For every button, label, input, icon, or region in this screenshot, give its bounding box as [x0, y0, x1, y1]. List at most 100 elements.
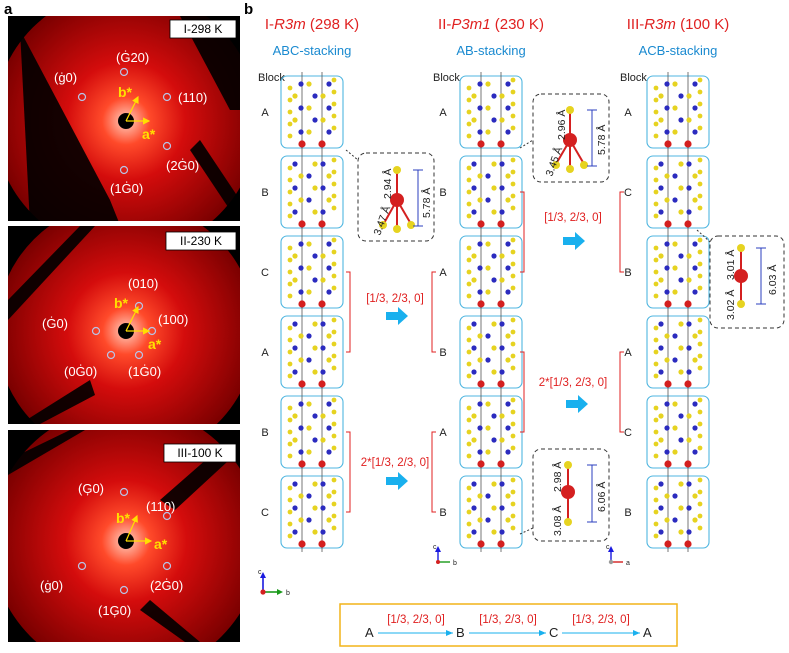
block-letter: C: [624, 427, 632, 439]
phase-title-1: I-R3m (298 K): [265, 16, 359, 33]
block-letter: A: [439, 427, 447, 439]
svg-text:[1/3, 2/3, 0]: [1/3, 2/3, 0]: [387, 614, 445, 626]
svg-text:b: b: [453, 560, 457, 567]
svg-text:3.08 Å: 3.08 Å: [551, 506, 564, 536]
spot-label: (ġ0): [54, 70, 77, 85]
block-box: [280, 395, 344, 469]
block-box: [280, 75, 344, 149]
svg-text:c: c: [258, 569, 262, 576]
panel-a-letter: a: [4, 1, 13, 18]
crystal-column-1: [280, 72, 344, 552]
b-star-label: b*: [118, 84, 133, 100]
svg-text:3.02 Å: 3.02 Å: [724, 290, 737, 320]
spot-label: (100): [158, 312, 188, 327]
block-letter: B: [261, 427, 268, 439]
svg-text:5.78 Å: 5.78 Å: [420, 188, 433, 218]
stacking-label-2: AB-stacking: [456, 43, 525, 58]
spot-label: (110): [178, 90, 207, 105]
block-header-1: Block: [258, 72, 285, 84]
spot-label: (1Ġ0): [110, 181, 143, 196]
svg-text:[1/3, 2/3, 0]: [1/3, 2/3, 0]: [479, 614, 537, 626]
block-letter: A: [624, 347, 632, 359]
spot-label: (ġ0): [40, 578, 63, 593]
block-letter: A: [624, 107, 632, 119]
spot-label: (1Ģ0): [98, 603, 131, 618]
stacking-sequence-box: A B C A [1/3, 2/3, 0] [1/3, 2/3, 0] [1/3…: [339, 603, 678, 647]
block-box: [280, 475, 344, 549]
block-letter: B: [439, 347, 446, 359]
seq-node: A: [643, 625, 652, 640]
block-letter: B: [439, 187, 446, 199]
block-box: [280, 315, 344, 389]
svg-text:a: a: [626, 560, 630, 567]
b-star-label: b*: [114, 295, 129, 311]
phase-title-2: II-P3m1 (230 K): [438, 16, 544, 33]
block-letter: A: [439, 267, 447, 279]
svg-text:c: c: [606, 544, 610, 551]
spot-markers-1: [77, 67, 172, 175]
block-header-2: Block: [433, 72, 460, 84]
diffraction-label-3: III-100 K: [163, 443, 237, 463]
block-box: [646, 235, 710, 309]
a-star-label: a*: [142, 126, 156, 142]
block-box: [646, 315, 710, 389]
block-box: [646, 395, 710, 469]
spot-markers-3: [77, 487, 172, 595]
shift-arrow-icon: [566, 395, 588, 413]
svg-text:6.03 Å: 6.03 Å: [766, 265, 779, 295]
b-star-label: b*: [116, 510, 131, 526]
svg-text:3.01 Å: 3.01 Å: [724, 250, 737, 280]
a-star-label: a*: [154, 536, 168, 552]
svg-text:III-100 K: III-100 K: [177, 446, 222, 460]
diffraction-label-1: I-298 K: [169, 19, 237, 39]
block-box: [646, 75, 710, 149]
block-letter: C: [261, 507, 269, 519]
svg-text:I-298 K: I-298 K: [184, 22, 223, 36]
block-letter: B: [624, 507, 631, 519]
spot-label: (2Ġ0): [150, 578, 183, 593]
axis-triad-3: c a: [606, 544, 630, 567]
shift-label: [1/3, 2/3, 0]: [544, 212, 602, 224]
shift-arrow-icon: [386, 472, 408, 490]
block-letter: A: [261, 347, 269, 359]
spot-label: (010): [128, 276, 158, 291]
b-star-arrow: [125, 305, 139, 332]
block-letter: C: [261, 267, 269, 279]
block-box: [459, 75, 523, 149]
spot-label: (Ġ20): [116, 50, 149, 65]
shift-label: 2*[1/3, 2/3, 0]: [361, 457, 429, 469]
spot-label: (Ġ0): [42, 316, 68, 331]
axis-triad-2: c b: [433, 544, 457, 567]
crystal-column-2: [459, 72, 523, 552]
block-letter: B: [439, 507, 446, 519]
b-star-arrow: [125, 514, 138, 542]
svg-text:5.78 Å: 5.78 Å: [595, 125, 608, 155]
svg-text:2.96 Å: 2.96 Å: [555, 110, 568, 140]
block-letter: C: [624, 187, 632, 199]
diffraction-label-2: II-230 K: [165, 231, 237, 251]
spot-label: (2Ġ0): [166, 158, 199, 173]
spot-label: (1Ġ0): [128, 364, 161, 379]
block-box: [280, 155, 344, 229]
inset-3: 2.98 Å 3.08 Å 6.06 Å: [519, 448, 610, 542]
svg-text:c: c: [433, 544, 437, 551]
svg-text:II-230 K: II-230 K: [180, 234, 222, 248]
spot-label: (Ģ0): [78, 481, 104, 496]
b-star-arrow: [125, 95, 139, 122]
block-box: [459, 475, 523, 549]
seq-node: B: [456, 625, 465, 640]
stacking-label-1: ABC-stacking: [273, 43, 352, 58]
stacking-label-3: ACB-stacking: [639, 43, 718, 58]
block-letter: A: [439, 107, 447, 119]
svg-text:b: b: [286, 590, 290, 597]
block-letter: B: [261, 187, 268, 199]
shift-brackets: [346, 191, 624, 513]
inset-1: 2.94 Å 3.47 Å 5.78 Å: [345, 149, 435, 242]
seq-node: C: [549, 625, 558, 640]
a-star-label: a*: [148, 336, 162, 352]
svg-text:2.94 Å: 2.94 Å: [381, 169, 394, 199]
inset-4: 3.01 Å 3.02 Å 6.03 Å: [696, 229, 785, 329]
spot-label: (110): [146, 499, 175, 514]
shift-label: 2*[1/3, 2/3, 0]: [539, 377, 607, 389]
